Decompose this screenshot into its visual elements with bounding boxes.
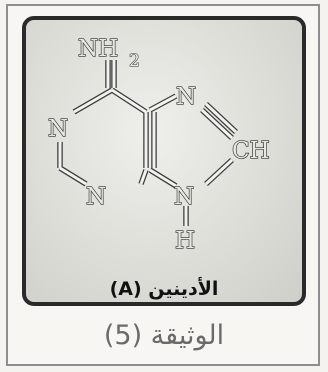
adenine-structure: NH 2 N N N N CH H — [47, 35, 270, 254]
atom-n7: N — [176, 84, 196, 110]
bond-c2-n3 — [59, 166, 87, 186]
bond-c5-n7 — [149, 94, 177, 112]
bond-c8-n9 — [204, 158, 234, 186]
atom-n9: N — [174, 184, 194, 210]
atom-ch: CH — [232, 138, 270, 164]
molecule-caption: الأدينين (A) — [109, 278, 219, 300]
molecule-panel: NH 2 N N N N CH H الأدينين (A) — [22, 16, 306, 306]
bond-n7-c8-b — [204, 102, 238, 134]
atom-h9: H — [175, 228, 195, 254]
bond-n7-c8-a — [200, 108, 234, 140]
bond-n3-c4 — [139, 169, 148, 185]
atom-n3: N — [86, 184, 106, 210]
atom-nh-subscript: 2 — [129, 51, 140, 71]
document-label: الوثيقة (5) — [103, 320, 225, 351]
atom-labels: NH 2 N N N N CH H — [47, 35, 270, 254]
atom-n1: N — [48, 116, 68, 142]
bonds — [58, 60, 238, 226]
bond-c4-n9 — [149, 168, 177, 188]
bond-c6-n1 — [73, 88, 113, 114]
atom-nh: NH — [78, 36, 118, 62]
bond-c6-c5 — [111, 88, 147, 114]
